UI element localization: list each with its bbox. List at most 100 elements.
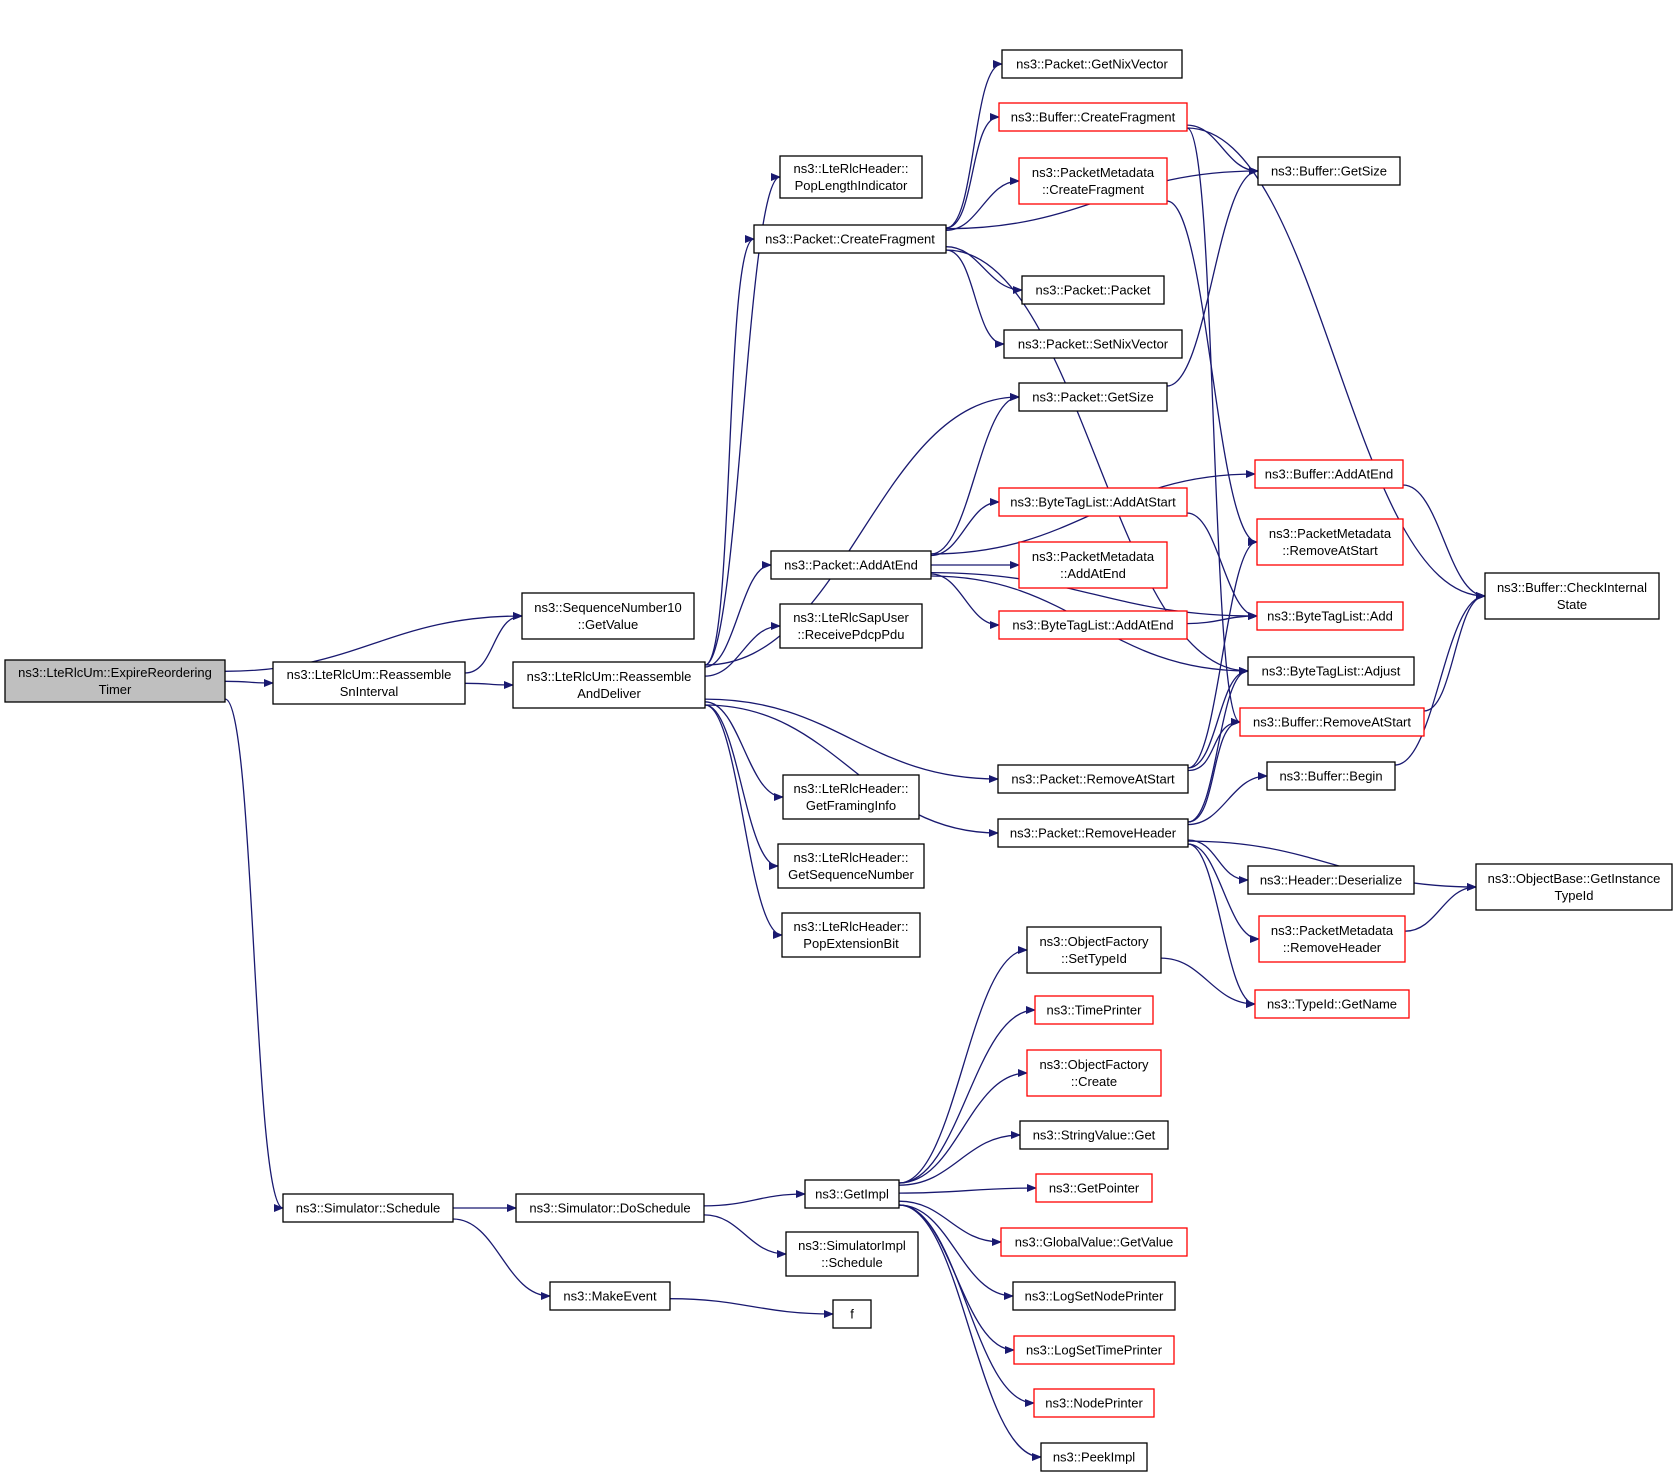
node-label: ns3::PacketMetadata bbox=[1032, 165, 1155, 180]
edge-pkt-remove-at-start-to-pm-remove-at-start bbox=[1187, 538, 1258, 769]
node-pm-add-at-end[interactable]: ns3::PacketMetadata::AddAtEnd bbox=[1018, 541, 1168, 589]
node-set-nix[interactable]: ns3::Packet::SetNixVector bbox=[1003, 329, 1183, 359]
node-sim-sched[interactable]: ns3::Simulator::Schedule bbox=[282, 1193, 454, 1223]
node-f[interactable]: f bbox=[832, 1299, 872, 1329]
node-sim-do-sched[interactable]: ns3::Simulator::DoSchedule bbox=[515, 1193, 705, 1223]
node-label: ::RemoveAtStart bbox=[1282, 543, 1378, 558]
node-label: ns3::Buffer::RemoveAtStart bbox=[1253, 715, 1411, 730]
node-label: ns3::Packet::AddAtEnd bbox=[784, 558, 918, 573]
node-node-printer[interactable]: ns3::NodePrinter bbox=[1033, 1388, 1155, 1418]
node-label: ::RemoveHeader bbox=[1283, 940, 1382, 955]
node-get-pointer[interactable]: ns3::GetPointer bbox=[1035, 1173, 1153, 1203]
edge-reasm-del-to-recv-pdcp bbox=[704, 622, 781, 677]
node-label: ns3::LteRlcUm::Reassemble bbox=[527, 669, 692, 684]
node-btl-add-at-start[interactable]: ns3::ByteTagList::AddAtStart bbox=[998, 487, 1188, 517]
edge-reasm-del-to-pop-len bbox=[704, 173, 781, 666]
node-box bbox=[1040, 1442, 1148, 1472]
node-pm-remove-header[interactable]: ns3::PacketMetadata::RemoveHeader bbox=[1258, 915, 1406, 963]
node-get-framing[interactable]: ns3::LteRlcHeader::GetFramingInfo bbox=[782, 774, 920, 820]
node-sim-impl-sched[interactable]: ns3::SimulatorImpl::Schedule bbox=[785, 1231, 919, 1277]
node-type-get-name[interactable]: ns3::TypeId::GetName bbox=[1254, 989, 1410, 1019]
node-get-nix[interactable]: ns3::Packet::GetNixVector bbox=[1001, 49, 1183, 79]
node-peek-impl[interactable]: ns3::PeekImpl bbox=[1040, 1442, 1148, 1472]
edge-get-impl-to-str-get bbox=[898, 1131, 1021, 1186]
edge-buf-remove-at-start-to-buf-check bbox=[1423, 592, 1486, 712]
edge-reasm-del-to-pkt-remove-header bbox=[704, 704, 999, 837]
node-log-time[interactable]: ns3::LogSetTimePrinter bbox=[1013, 1335, 1175, 1365]
edge-pkt-remove-at-start-to-btl-adjust bbox=[1187, 667, 1249, 769]
edge-create-frag-to-btl-adjust bbox=[945, 249, 1249, 675]
node-box bbox=[282, 1193, 454, 1223]
node-btl-adjust[interactable]: ns3::ByteTagList::Adjust bbox=[1247, 656, 1415, 686]
node-box bbox=[804, 1179, 900, 1209]
node-buf-create-frag[interactable]: ns3::Buffer::CreateFragment bbox=[998, 102, 1188, 132]
node-of-set-type[interactable]: ns3::ObjectFactory::SetTypeId bbox=[1026, 926, 1162, 974]
node-box bbox=[1013, 1335, 1175, 1365]
node-seq-get[interactable]: ns3::SequenceNumber10::GetValue bbox=[521, 592, 695, 640]
edge-pm-remove-header-to-obj-base bbox=[1404, 883, 1477, 932]
edge-sim-sched-to-make-event bbox=[452, 1218, 551, 1300]
node-create-frag[interactable]: ns3::Packet::CreateFragment bbox=[753, 224, 947, 254]
node-pkt-packet[interactable]: ns3::Packet::Packet bbox=[1021, 275, 1165, 305]
node-box bbox=[782, 774, 920, 820]
node-buf-add-at-end[interactable]: ns3::Buffer::AddAtEnd bbox=[1254, 459, 1404, 489]
edge-pkt-remove-header-to-btl-adjust bbox=[1187, 667, 1249, 823]
node-btl-add[interactable]: ns3::ByteTagList::Add bbox=[1256, 601, 1404, 631]
node-label: ns3::NodePrinter bbox=[1045, 1396, 1143, 1411]
node-btl-add-at-end[interactable]: ns3::ByteTagList::AddAtEnd bbox=[998, 610, 1188, 640]
node-buf-remove-at-start[interactable]: ns3::Buffer::RemoveAtStart bbox=[1239, 707, 1425, 737]
node-add-at-end[interactable]: ns3::Packet::AddAtEnd bbox=[770, 550, 932, 580]
node-label: ns3::SequenceNumber10 bbox=[534, 600, 681, 615]
node-label: ns3::Simulator::Schedule bbox=[296, 1201, 441, 1216]
node-hdr-deser[interactable]: ns3::Header::Deserialize bbox=[1247, 865, 1415, 895]
node-label: f bbox=[850, 1307, 854, 1322]
node-buf-begin[interactable]: ns3::Buffer::Begin bbox=[1266, 761, 1396, 791]
node-label: ::SetTypeId bbox=[1061, 951, 1127, 966]
node-make-event[interactable]: ns3::MakeEvent bbox=[549, 1281, 671, 1311]
node-label: ::Schedule bbox=[821, 1255, 882, 1270]
node-box bbox=[779, 603, 923, 649]
edge-get-impl-to-get-pointer bbox=[898, 1184, 1037, 1194]
edge-of-set-type-to-type-get-name bbox=[1160, 957, 1256, 1008]
node-pop-ext[interactable]: ns3::LteRlcHeader::PopExtensionBit bbox=[781, 912, 921, 958]
node-time-printer[interactable]: ns3::TimePrinter bbox=[1034, 995, 1154, 1025]
node-box bbox=[1021, 275, 1165, 305]
node-get-seq-num[interactable]: ns3::LteRlcHeader::GetSequenceNumber bbox=[777, 843, 925, 889]
node-of-create[interactable]: ns3::ObjectFactory::Create bbox=[1026, 1049, 1162, 1097]
node-label: ns3::Buffer::GetSize bbox=[1271, 164, 1387, 179]
node-pm-remove-at-start[interactable]: ns3::PacketMetadata::RemoveAtStart bbox=[1256, 518, 1404, 566]
edge-get-impl-to-node-printer bbox=[898, 1204, 1035, 1407]
node-label: ns3::StringValue::Get bbox=[1033, 1128, 1156, 1143]
node-pop-len[interactable]: ns3::LteRlcHeader::PopLengthIndicator bbox=[779, 155, 923, 199]
node-pkt-remove-header[interactable]: ns3::Packet::RemoveHeader bbox=[997, 818, 1189, 848]
node-log-node[interactable]: ns3::LogSetNodePrinter bbox=[1012, 1281, 1176, 1311]
node-box bbox=[1254, 989, 1410, 1019]
node-label: ns3::ByteTagList::Add bbox=[1267, 609, 1393, 624]
node-get-impl[interactable]: ns3::GetImpl bbox=[804, 1179, 900, 1209]
node-label: PopExtensionBit bbox=[803, 936, 899, 951]
node-label: ns3::ObjectFactory bbox=[1039, 1057, 1149, 1072]
node-label: ns3::Buffer::CreateFragment bbox=[1011, 110, 1176, 125]
node-str-get[interactable]: ns3::StringValue::Get bbox=[1019, 1120, 1169, 1150]
node-box bbox=[832, 1299, 872, 1329]
node-buf-get-size[interactable]: ns3::Buffer::GetSize bbox=[1257, 156, 1401, 186]
node-recv-pdcp[interactable]: ns3::LteRlcSapUser::ReceivePdcpPdu bbox=[779, 603, 923, 649]
node-box bbox=[4, 659, 226, 703]
node-pkt-remove-at-start[interactable]: ns3::Packet::RemoveAtStart bbox=[997, 764, 1189, 794]
node-label: ns3::Packet::GetSize bbox=[1032, 390, 1153, 405]
edge-pkt-remove-header-to-obj-base bbox=[1187, 840, 1477, 891]
node-label: ns3::SimulatorImpl bbox=[798, 1238, 906, 1253]
node-box bbox=[1018, 382, 1168, 412]
node-gv-get[interactable]: ns3::GlobalValue::GetValue bbox=[1000, 1227, 1188, 1257]
node-box bbox=[998, 487, 1188, 517]
edge-create-frag-to-get-nix bbox=[945, 60, 1003, 229]
node-label: ns3::GetImpl bbox=[815, 1187, 889, 1202]
node-pm-create-frag[interactable]: ns3::PacketMetadata::CreateFragment bbox=[1018, 157, 1168, 205]
node-pkt-get-size[interactable]: ns3::Packet::GetSize bbox=[1018, 382, 1168, 412]
node-box bbox=[998, 610, 1188, 640]
